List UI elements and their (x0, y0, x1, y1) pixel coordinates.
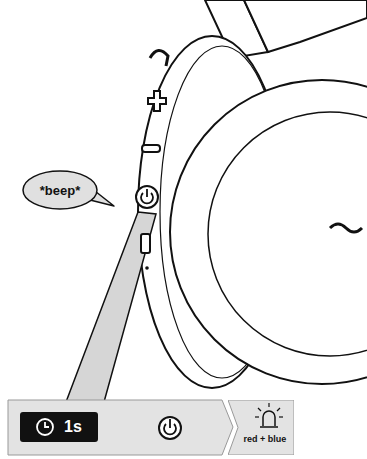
volume-down-button (142, 145, 160, 152)
speech-bubble: *beep* (22, 170, 98, 210)
led-panel-shape (228, 400, 294, 455)
ear-cushion (170, 80, 367, 384)
power-icon (159, 417, 181, 439)
node-text: red + blue (240, 434, 290, 444)
node-text: 1s (64, 418, 82, 436)
power-button (136, 186, 158, 208)
bubble-ellipse (23, 171, 97, 209)
clock-icon (30, 412, 60, 442)
led-ray (255, 416, 259, 417)
clock-face (37, 419, 53, 435)
power-symbol-bar (146, 189, 148, 197)
led-indicator-panel: red + blue (228, 400, 294, 455)
clock-hands (45, 422, 49, 427)
mic-hole (145, 266, 149, 270)
led-base (260, 426, 278, 428)
led-panel-outline (228, 400, 294, 455)
callout-wedge (66, 212, 156, 402)
duration-box: 1s (20, 412, 98, 442)
cushion-inner (208, 112, 367, 356)
usb-port (141, 234, 150, 253)
led-ray (268, 403, 269, 407)
led-ray (277, 408, 280, 411)
led-ray (279, 416, 283, 417)
instruction-panel (8, 400, 233, 455)
volume-up-button (148, 91, 166, 111)
led-ray (258, 408, 261, 411)
node-text: *beep* (40, 183, 80, 198)
headband-yoke (244, 0, 367, 52)
strap-hook (150, 50, 168, 66)
power-icon-bar (169, 419, 171, 428)
hinge-link (330, 224, 362, 232)
led-bulb (263, 411, 275, 426)
